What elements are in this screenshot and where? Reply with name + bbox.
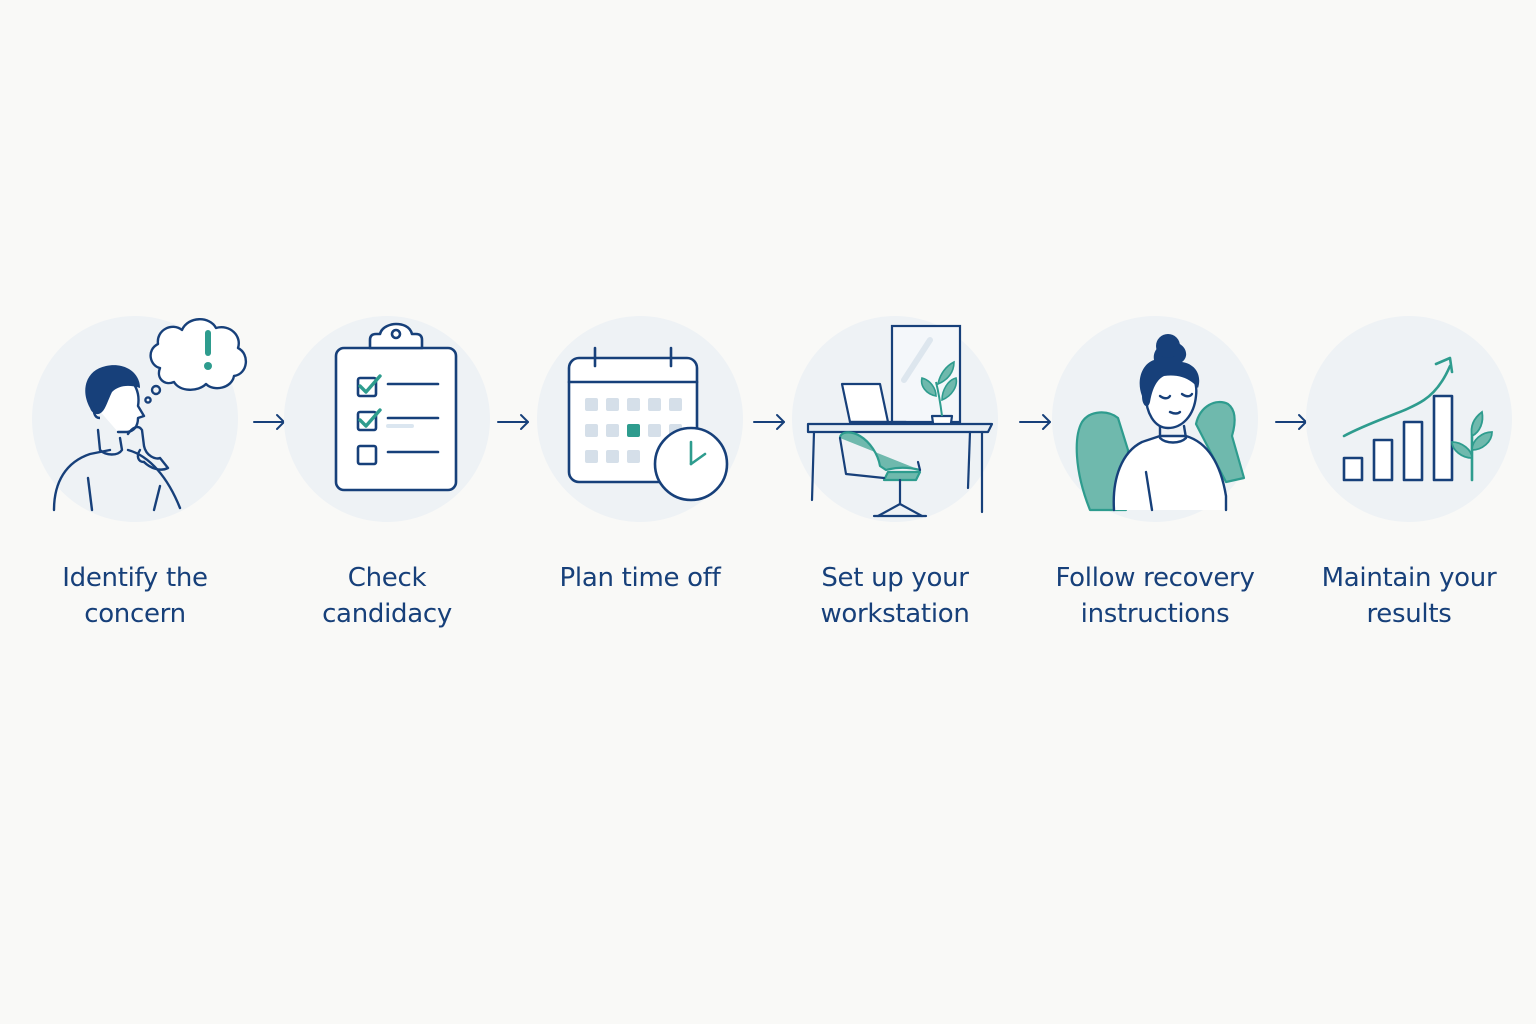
step-label-line: Check bbox=[347, 563, 427, 593]
step-set-up-workstation: Set up your workstation bbox=[770, 0, 1020, 1024]
step-label: Set up your workstation bbox=[770, 560, 1020, 632]
step-label: Check candidacy bbox=[262, 560, 512, 632]
step-label: Identify the concern bbox=[10, 560, 260, 632]
growth-chart-icon bbox=[1342, 356, 1493, 482]
step-label-line: workstation bbox=[820, 599, 970, 629]
step-label-line: concern bbox=[84, 599, 186, 629]
step-maintain-results: Maintain your results bbox=[1284, 0, 1534, 1024]
step-identify-concern: Identify the concern bbox=[10, 0, 260, 1024]
step-label-line: Set up your bbox=[821, 563, 969, 593]
step-label: Follow recovery instructions bbox=[1026, 560, 1284, 632]
step-label-line: Identify the bbox=[62, 563, 208, 593]
arrow-right-icon bbox=[753, 414, 785, 430]
step-label: Plan time off bbox=[515, 560, 765, 596]
step-label-line: Plan time off bbox=[559, 563, 721, 593]
person-thinking-icon bbox=[52, 318, 247, 512]
step-label-line: Maintain your bbox=[1321, 563, 1497, 593]
step-label-line: instructions bbox=[1080, 599, 1230, 629]
step-label-line: Follow recovery bbox=[1055, 563, 1255, 593]
step-label: Maintain your results bbox=[1284, 560, 1534, 632]
arrow-right-icon bbox=[1019, 414, 1051, 430]
desk-workstation-icon bbox=[806, 324, 994, 518]
person-resting-icon bbox=[1075, 334, 1246, 512]
arrow-right-icon bbox=[497, 414, 529, 430]
calendar-clock-icon bbox=[567, 346, 729, 502]
step-check-candidacy: Check candidacy bbox=[262, 0, 512, 1024]
step-follow-recovery: Follow recovery instructions bbox=[1030, 0, 1280, 1024]
clipboard-checklist-icon bbox=[334, 322, 458, 492]
step-label-line: results bbox=[1366, 599, 1452, 629]
step-plan-time-off: Plan time off bbox=[515, 0, 765, 1024]
step-label-line: candidacy bbox=[322, 599, 452, 629]
